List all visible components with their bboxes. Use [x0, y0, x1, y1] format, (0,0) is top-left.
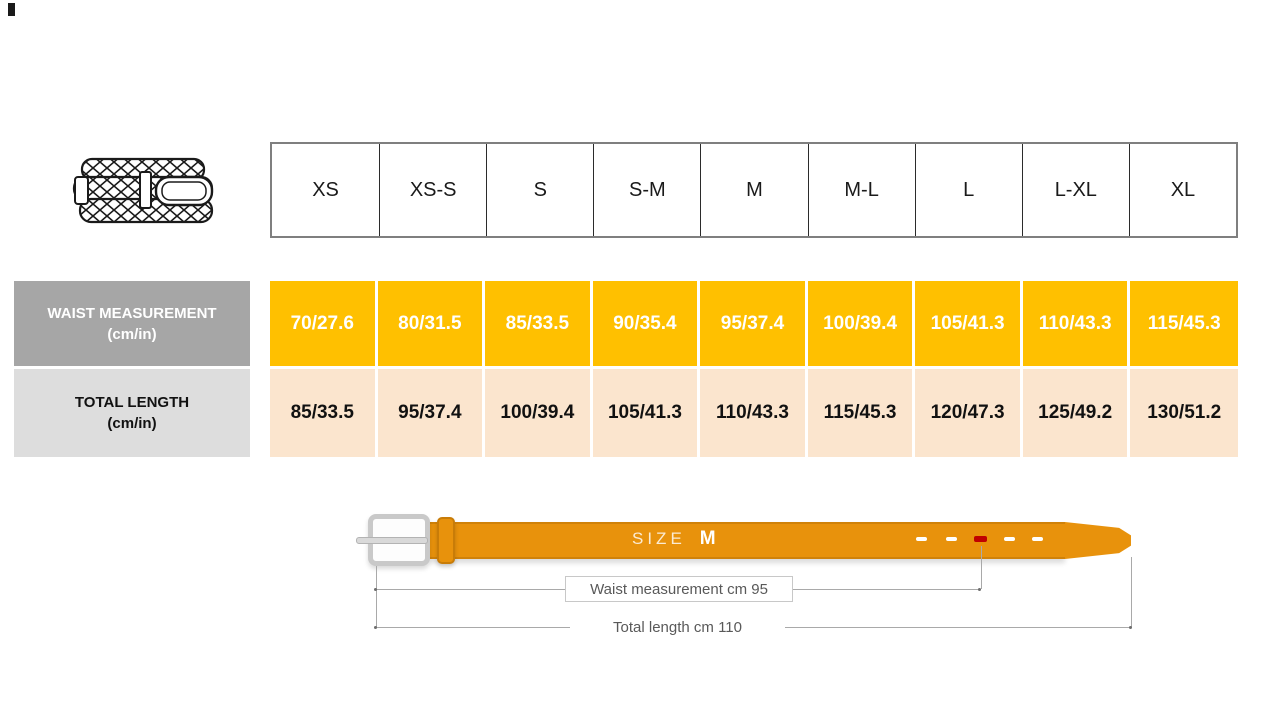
belt-hole [916, 537, 927, 541]
marked-hole-guide-line [981, 546, 982, 589]
belt-size-text: SIZE M [632, 528, 716, 550]
size-value-cell: 95/37.4 [377, 369, 486, 457]
row-label-unit: (cm/in) [107, 325, 157, 343]
size-column-header: L [914, 144, 1022, 236]
size-value-cell: 85/33.5 [270, 369, 378, 457]
size-column-header: M-L [807, 144, 915, 236]
size-value-cell: 125/49.2 [1022, 369, 1131, 457]
line-end-dot [978, 588, 981, 591]
belt-hole-marked [974, 536, 987, 542]
size-column-header: XS-S [379, 144, 486, 236]
size-value-cell: 90/35.4 [592, 281, 701, 366]
size-column-header: S [486, 144, 593, 236]
tip-guide-line [1131, 557, 1132, 627]
row-label-unit: (cm/in) [107, 415, 157, 432]
belt-buckle-prong [356, 537, 428, 544]
length-row-label: TOTAL LENGTH (cm/in) [14, 369, 250, 457]
size-column-header: XS [312, 178, 339, 201]
size-value-cell: 115/45.3 [807, 369, 916, 457]
size-value-cell: 110/43.3 [1022, 281, 1131, 366]
row-label-text: WAIST MEASUREMENT [47, 304, 217, 322]
size-column-header: S-M [593, 144, 700, 236]
size-value-cell: 110/43.3 [700, 369, 808, 457]
belt-hole [1004, 537, 1015, 541]
size-column-header: L-XL [1021, 144, 1129, 236]
size-value-cell: 70/27.6 [270, 281, 378, 366]
line-end-dot [1129, 626, 1132, 629]
buckle-guide-line [376, 566, 377, 627]
total-annotation: Total length cm 110 [570, 616, 785, 638]
row-label-text: TOTAL LENGTH [74, 394, 190, 411]
line-end-dot [374, 588, 377, 591]
size-label: SIZE [632, 529, 686, 548]
size-value-cell: 115/45.3 [1130, 281, 1238, 366]
size-column-header: XL [1128, 144, 1236, 236]
size-value-cell: 100/39.4 [807, 281, 916, 366]
belt-keeper [437, 517, 455, 564]
corner-artifact [8, 3, 15, 16]
size-value-cell: 95/37.4 [700, 281, 808, 366]
size-value-cell: 80/31.5 [377, 281, 486, 366]
belt-hole [946, 537, 957, 541]
waist-row-label: WAIST MEASUREMENT (cm/in) [14, 281, 250, 366]
size-column-header: M [700, 144, 807, 236]
size-value-cell: 120/47.3 [915, 369, 1023, 457]
size-value-cell: 130/51.2 [1130, 369, 1238, 457]
waist-annotation-box: Waist measurement cm 95 [565, 576, 793, 602]
belt-strap [430, 522, 1065, 559]
size-value-cell: 100/39.4 [485, 369, 593, 457]
belt-tip [1065, 522, 1131, 559]
size-value-cell: 85/33.5 [485, 281, 593, 366]
braided-belt-icon [72, 157, 214, 224]
size-value: M [699, 528, 716, 549]
line-end-dot [374, 626, 377, 629]
size-value-cell: 105/41.3 [915, 281, 1023, 366]
belt-hole [1032, 537, 1043, 541]
size-value-cell: 105/41.3 [592, 369, 701, 457]
